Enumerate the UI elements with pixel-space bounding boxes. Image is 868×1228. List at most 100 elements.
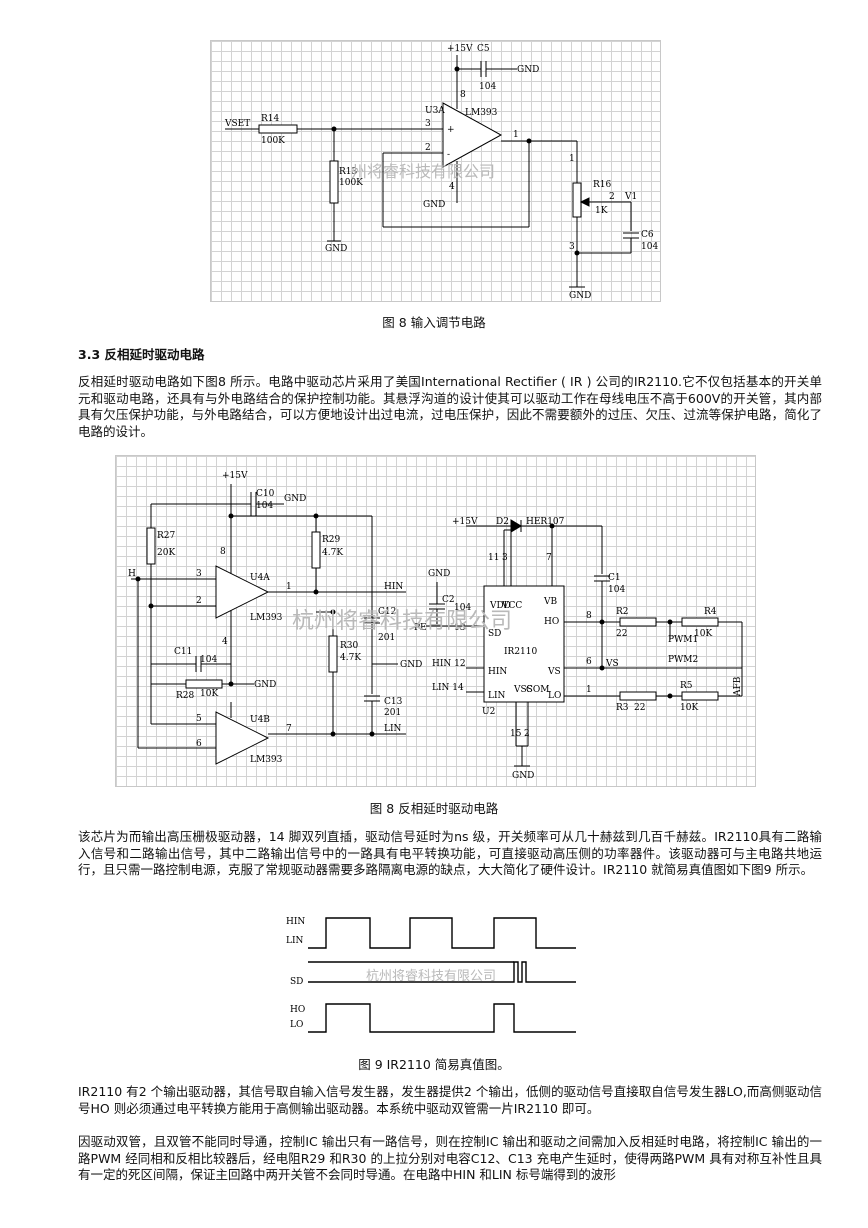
pin1-label: 1 [513, 130, 519, 140]
pwm2-label: PWM2 [668, 655, 698, 665]
watermark: 杭州将睿科技有限公司 [292, 609, 512, 634]
c11-label: C11 [174, 647, 192, 657]
vdd-pin-label: VDD [489, 601, 511, 611]
lin-pin-label: LIN [488, 691, 506, 701]
minus-label: - [447, 150, 450, 160]
r2-label: R2 [616, 607, 629, 617]
c2-label: C2 [442, 595, 455, 605]
hin-waveform [308, 917, 576, 949]
pin3-label: 3 [425, 119, 431, 129]
d2-label: D2 [496, 517, 509, 527]
u4a-pin2-label: 2 [196, 596, 202, 606]
ic-gnd-label: GND [428, 569, 450, 579]
pin2-label: 2 [425, 143, 431, 153]
c5-gnd-label: GND [517, 65, 539, 75]
com-pin-label: COM [526, 685, 549, 695]
figure-8b-schematic: +15V C10 104 GND R27 20K R29 4.7K U4A LM… [115, 455, 756, 787]
u4a-pin4-label: 4 [222, 637, 228, 647]
paragraph-2: 该芯片为而输出高压栅极驱动器，14 脚双列直插，驱动信号延时为ns 级，开关频率… [78, 829, 822, 878]
pe-label: PE [414, 623, 427, 633]
plus-label: + [447, 125, 455, 135]
c11-gnd-label: GND [254, 680, 276, 690]
r29-value: 4.7K [322, 548, 343, 558]
c10-label: C10 [256, 489, 275, 499]
pin4-label: 4 [449, 182, 455, 192]
r5-value: 10K [680, 703, 698, 713]
pin8-label: 8 [460, 90, 466, 100]
watermark: 州将睿科技有限公司 [351, 162, 495, 181]
lo-pin-label: LO [548, 691, 561, 701]
v1-label: V1 [624, 192, 637, 202]
lin-signal-label: LIN [286, 936, 304, 946]
pin8b-label: 8 [586, 611, 592, 621]
c12-label: C12 [378, 607, 396, 617]
pin6b-label: 6 [586, 657, 592, 667]
figure-8a-schematic: +15V C5 104 GND 8 U3A LM393 VSET R14 100… [210, 40, 661, 302]
vs-net-label: VS [605, 659, 619, 669]
afb-label: AFB [733, 676, 743, 697]
c12-value: 201 [378, 633, 395, 643]
u4a-pin8-label: 8 [220, 547, 226, 557]
r28-label: R28 [176, 691, 195, 701]
ir2110-label: IR2110 [504, 647, 538, 657]
section-heading: 3.3 反相延时驱动电路 [78, 347, 205, 362]
u2-gnd-label: GND [512, 771, 534, 781]
ho-signal-label: HO [290, 1005, 305, 1015]
lm393-label: LM393 [465, 108, 498, 118]
c13-value: 201 [384, 708, 401, 718]
c10-gnd-label: GND [284, 494, 306, 504]
vset-label: VSET [224, 119, 250, 129]
c10-value: 104 [256, 501, 273, 511]
lo-signal-label: LO [290, 1020, 303, 1030]
r16-gnd-label: GND [569, 291, 591, 301]
mid-gnd-label: GND [400, 660, 422, 670]
r16-pin1-label: 1 [569, 154, 575, 164]
pin1b-label: 1 [586, 685, 592, 695]
c1-label: C1 [608, 573, 621, 583]
figure-8b-caption: 图 8 反相延时驱动电路 [369, 801, 499, 816]
r29-label: R29 [322, 535, 341, 545]
c11-value: 104 [200, 655, 217, 665]
pin2b-label: 2 [524, 729, 530, 739]
input-adjust-circuit-diagram: +15V C5 104 GND 8 U3A LM393 VSET R14 100… [224, 44, 658, 301]
c6-value: 104 [641, 242, 658, 252]
r27-value: 20K [157, 548, 175, 558]
r2-value: 22 [616, 629, 627, 639]
r4-label: R4 [704, 607, 717, 617]
sd-pin-label: SD [488, 629, 501, 639]
u4b-pin5-label: 5 [196, 714, 202, 724]
hin-net-label: HIN [384, 582, 403, 592]
paragraph-3: IR2110 有2 个输出驱动器，其信号取自输入信号发生器，发生器提供2 个输出… [78, 1084, 822, 1116]
vs-pin-label: VS [547, 667, 561, 677]
paragraph-1: 反相延时驱动电路如下图8 所示。电路中驱动芯片采用了美国Internationa… [78, 374, 822, 439]
u4b-label: U4B [250, 715, 270, 725]
c1-value: 104 [608, 585, 625, 595]
figure-9-waveform: HIN LIN SD HO LO 杭州将睿科技有限公司 [282, 910, 582, 1040]
ir2110-truth-waveform: HIN LIN SD HO LO 杭州将睿科技有限公司 [286, 917, 576, 1033]
sd-waveform [308, 961, 576, 983]
u4a-pin3-label: 3 [196, 569, 202, 579]
pwm1-label: PWM1 [668, 635, 698, 645]
r5-label: R5 [680, 681, 693, 691]
r28-value: 10K [200, 689, 218, 699]
hin-pin-label: HIN [488, 667, 507, 677]
pin11-label: 11 [488, 553, 499, 563]
vcc2-label: +15V [452, 517, 478, 527]
ho-pin-label: HO [544, 617, 559, 627]
ho-lo-waveform [308, 1003, 576, 1033]
watermark: 杭州将睿科技有限公司 [366, 969, 496, 984]
h-label: H [128, 569, 136, 579]
u3a-label: U3A [425, 106, 445, 116]
c5-value: 104 [479, 82, 496, 92]
r16-label: R16 [593, 180, 612, 190]
r16-pin2-label: 2 [609, 192, 615, 202]
r16-value: 1K [595, 206, 608, 216]
c5-label: C5 [477, 44, 490, 54]
pin15-label: 15 [510, 729, 522, 739]
c13-label: C13 [384, 697, 403, 707]
r14-value: 100K [261, 136, 285, 146]
vcc-label: +15V [447, 44, 473, 54]
u2-label: U2 [482, 707, 495, 717]
u4a-label: U4A [250, 573, 270, 583]
figure-8a-caption: 图 8 输入调节电路 [382, 315, 486, 330]
